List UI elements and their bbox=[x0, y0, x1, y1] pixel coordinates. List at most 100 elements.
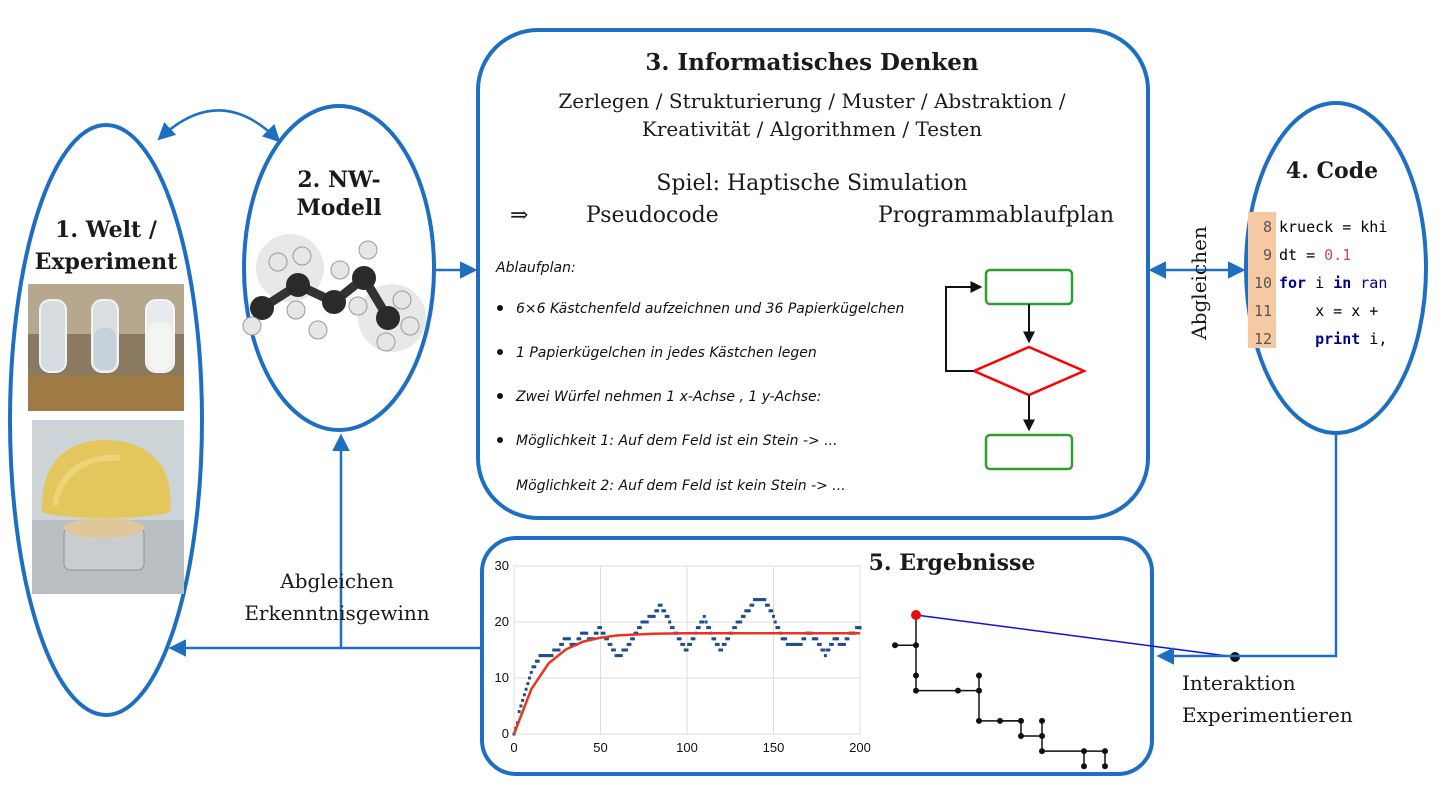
data-point bbox=[856, 626, 860, 630]
data-point bbox=[759, 598, 763, 602]
data-point bbox=[816, 642, 820, 646]
data-point bbox=[830, 642, 834, 646]
data-point bbox=[773, 620, 777, 624]
data-point bbox=[567, 637, 571, 641]
data-point bbox=[842, 642, 846, 646]
code-line: 8 krueck = khi bbox=[1263, 218, 1387, 236]
test-tubes-photo bbox=[28, 284, 184, 411]
data-point bbox=[707, 626, 711, 630]
data-point bbox=[656, 609, 660, 613]
data-point bbox=[797, 642, 801, 646]
data-point bbox=[820, 648, 824, 652]
data-point bbox=[562, 637, 566, 641]
data-point bbox=[794, 642, 798, 646]
code-text: krueck = khi bbox=[1279, 218, 1387, 236]
data-point bbox=[685, 648, 689, 652]
data-point bbox=[770, 609, 774, 613]
data-point bbox=[635, 631, 639, 635]
hand-line-5: Möglichkeit 2: Auf dem Feld ist kein Ste… bbox=[516, 478, 846, 494]
data-point bbox=[586, 637, 590, 641]
data-point bbox=[702, 614, 706, 618]
data-point bbox=[519, 704, 523, 708]
data-point bbox=[533, 665, 537, 669]
data-point bbox=[576, 637, 580, 641]
data-point bbox=[751, 603, 755, 607]
chart-fit-line bbox=[512, 631, 860, 735]
data-point bbox=[517, 710, 521, 714]
data-point bbox=[566, 637, 570, 641]
data-point bbox=[727, 637, 731, 641]
code-snippet: 8 krueck = khi 9 dt = 0.1 10 for i in ra… bbox=[1248, 212, 1387, 348]
data-point bbox=[616, 654, 620, 658]
data-point bbox=[784, 637, 788, 641]
data-point bbox=[723, 642, 727, 646]
data-point bbox=[528, 676, 532, 680]
node-nw-modell: 2. NW- Modell bbox=[242, 104, 436, 432]
data-point bbox=[657, 603, 661, 607]
data-point bbox=[579, 631, 583, 635]
sample-photo bbox=[32, 420, 184, 594]
data-point bbox=[630, 637, 634, 641]
data-point bbox=[787, 642, 791, 646]
welt-title-line1: 1. Welt / bbox=[55, 217, 158, 243]
data-point bbox=[768, 609, 772, 613]
data-point bbox=[780, 637, 784, 641]
data-point bbox=[649, 614, 653, 618]
label-erkenntnisgewinn: Erkenntnisgewinn bbox=[244, 601, 429, 625]
data-point bbox=[721, 642, 725, 646]
walk-distance-line bbox=[915, 614, 1236, 658]
random-walk-graph bbox=[892, 610, 1240, 770]
data-point bbox=[547, 654, 551, 658]
node-code: 4. Code 8 krueck = khi 9 dt = 0.1 10 for… bbox=[1244, 101, 1428, 435]
label-abgleichen-bottom: Abgleichen bbox=[279, 569, 394, 593]
modell-title-line2: Modell bbox=[296, 195, 381, 221]
data-point bbox=[732, 626, 736, 630]
data-point bbox=[631, 637, 635, 641]
data-point bbox=[560, 642, 564, 646]
data-point bbox=[683, 648, 687, 652]
data-point bbox=[718, 648, 722, 652]
data-point bbox=[545, 654, 549, 658]
data-point bbox=[569, 642, 573, 646]
data-point bbox=[744, 609, 748, 613]
data-point bbox=[739, 620, 743, 624]
data-point bbox=[720, 648, 724, 652]
walk-start-node bbox=[911, 610, 921, 620]
data-point bbox=[799, 642, 803, 646]
data-point bbox=[669, 626, 673, 630]
modell-title-line1: 2. NW- bbox=[297, 167, 380, 193]
data-point bbox=[661, 609, 665, 613]
data-point bbox=[837, 642, 841, 646]
data-point bbox=[858, 626, 862, 630]
hand-line-2: 1 Papierkügelchen in jedes Kästchen lege… bbox=[516, 345, 817, 361]
data-point bbox=[782, 637, 786, 641]
data-point bbox=[571, 642, 575, 646]
data-point bbox=[687, 642, 691, 646]
y-tick-label: 10 bbox=[495, 670, 509, 685]
data-point bbox=[796, 642, 800, 646]
code-text: print i, bbox=[1279, 330, 1387, 348]
code-line: 11 x = x + bbox=[1254, 302, 1378, 320]
walk-node bbox=[955, 687, 961, 694]
data-point bbox=[531, 665, 535, 669]
data-point bbox=[578, 637, 582, 641]
y-tick-label: 20 bbox=[495, 614, 509, 629]
data-point bbox=[652, 614, 656, 618]
data-point bbox=[699, 620, 703, 624]
data-point bbox=[595, 631, 599, 635]
data-point bbox=[823, 654, 827, 658]
denken-concepts-line1: Zerlegen / Strukturierung / Muster / Abs… bbox=[558, 89, 1065, 113]
data-point bbox=[752, 598, 756, 602]
data-point bbox=[559, 642, 563, 646]
data-point bbox=[536, 659, 540, 663]
data-point bbox=[746, 609, 750, 613]
data-point bbox=[714, 642, 718, 646]
data-point bbox=[841, 642, 845, 646]
data-point bbox=[628, 642, 632, 646]
data-point bbox=[682, 642, 686, 646]
data-point bbox=[772, 614, 775, 618]
handwritten-pseudocode: Ablaufplan: 6×6 Kästchenfeld aufzeichnen… bbox=[495, 260, 904, 494]
hand-line-3: Zwei Würfel nehmen 1 x-Achse , 1 y-Achse… bbox=[515, 389, 821, 405]
